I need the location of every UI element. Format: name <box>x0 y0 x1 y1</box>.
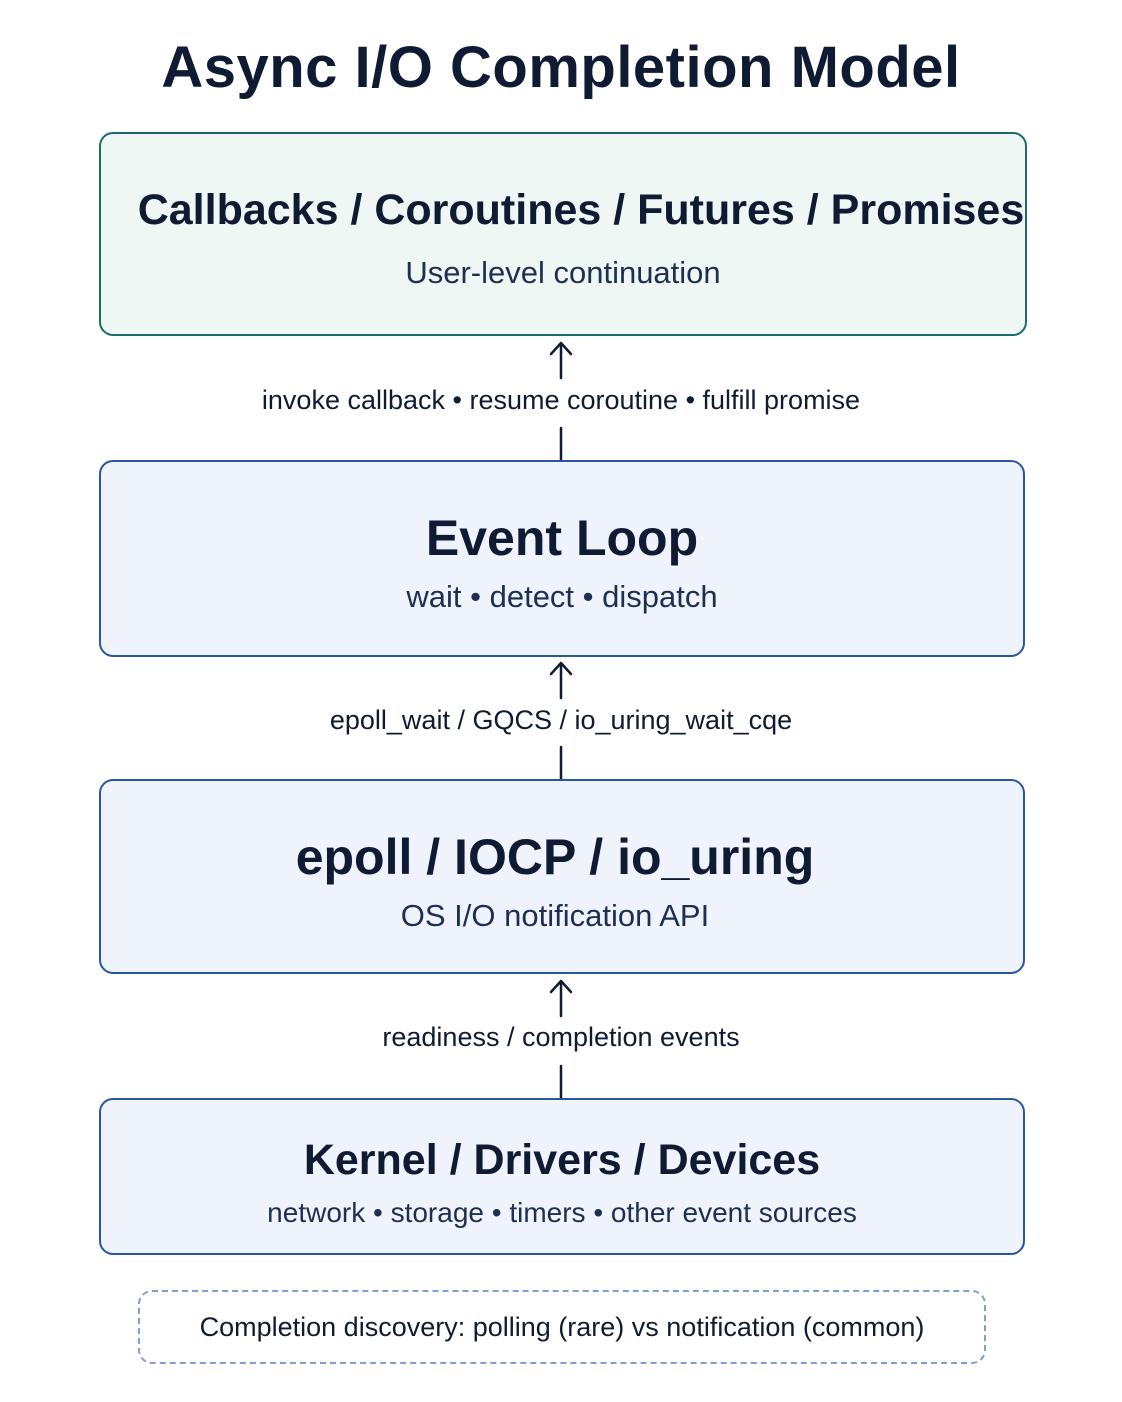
kernel-layer: Kernel / Drivers / Devices network • sto… <box>99 1098 1025 1255</box>
kernel-title: Kernel / Drivers / Devices <box>303 1136 821 1184</box>
os-api-subtitle: OS I/O notification API <box>400 898 710 933</box>
user-layer-title: Callbacks / Coroutines / Futures / Promi… <box>137 186 1025 234</box>
event-loop-layer: Event Loop wait • detect • dispatch <box>99 460 1025 657</box>
edge-label-kernel-to-os: readiness / completion events <box>382 1022 740 1052</box>
event-loop-title: Event Loop <box>425 510 699 566</box>
user-continuation-layer: Callbacks / Coroutines / Futures / Promi… <box>99 132 1027 336</box>
kernel-subtitle: network • storage • timers • other event… <box>267 1197 857 1228</box>
event-loop-subtitle: wait • detect • dispatch <box>406 579 718 614</box>
edge-label-loop-to-user: invoke callback • resume coroutine • ful… <box>261 385 861 415</box>
edge-label-os-to-loop: epoll_wait / GQCS / io_uring_wait_cqe <box>329 705 793 735</box>
os-api-title: epoll / IOCP / io_uring <box>295 829 815 885</box>
completion-discovery-note: Completion discovery: polling (rare) vs … <box>138 1290 986 1364</box>
diagram-title: Async I/O Completion Model <box>161 35 961 100</box>
os-notification-api-layer: epoll / IOCP / io_uring OS I/O notificat… <box>99 779 1025 974</box>
user-layer-subtitle: User-level continuation <box>405 255 721 290</box>
